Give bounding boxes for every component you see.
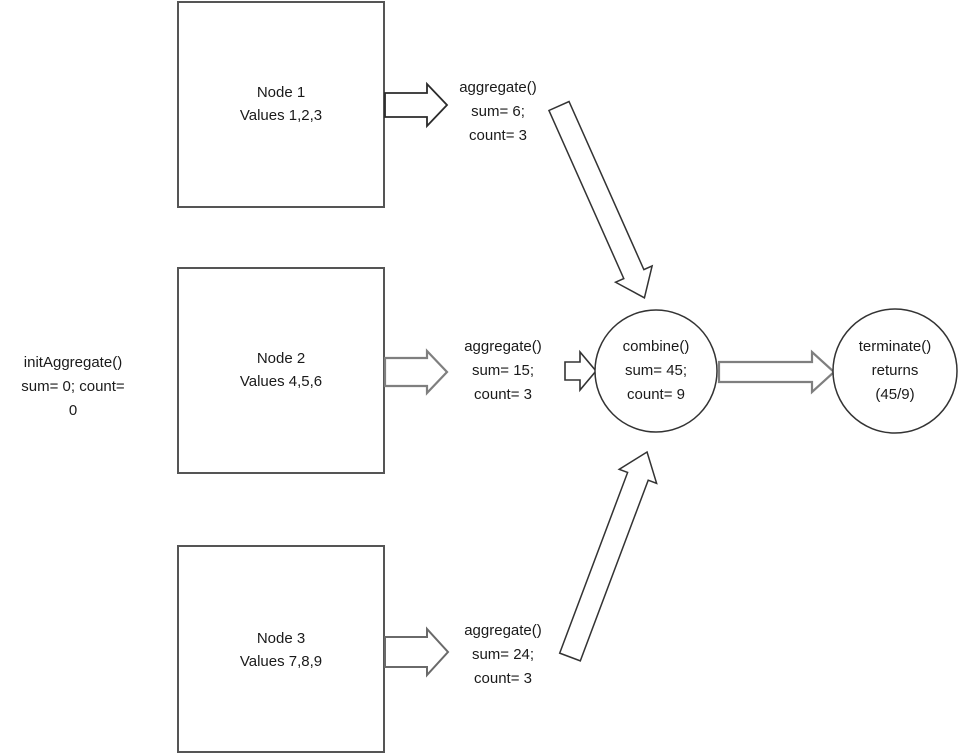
terminate-line: terminate() (858, 338, 932, 355)
node2-values: Values 4,5,6 (239, 373, 323, 390)
node1-label: Node 1 Values 1,2,3 (240, 81, 322, 127)
init-aggregate-line: 0 (68, 402, 78, 419)
aggregate1-line: sum= 6; (471, 103, 525, 120)
terminate-label: terminate() returns (45/9) (859, 335, 932, 407)
node2-label: Node 2 Values 4,5,6 (240, 347, 322, 393)
arrow-aggregate2-to-combine (564, 349, 598, 393)
aggregate2-result-label: aggregate() sum= 15; count= 3 (464, 335, 542, 407)
init-aggregate-line: sum= 0; count= (21, 378, 125, 395)
aggregate2-line: aggregate() (464, 338, 542, 355)
aggregate3-line: aggregate() (464, 622, 542, 639)
aggregate2-line: count= 3 (474, 386, 532, 403)
arrow-aggregate3-to-combine (558, 450, 658, 662)
arrow-node3-to-aggregate (384, 626, 450, 678)
aggregate2-line: sum= 15; (471, 362, 535, 379)
node2-title: Node 2 (256, 350, 306, 367)
arrow-node1-to-aggregate (384, 81, 449, 129)
aggregate3-result-label: aggregate() sum= 24; count= 3 (464, 619, 542, 691)
terminate-line: returns (871, 362, 919, 379)
aggregate1-result-label: aggregate() sum= 6; count= 3 (459, 76, 537, 148)
aggregate3-line: sum= 24; (471, 646, 535, 663)
node3-title: Node 3 (256, 630, 306, 647)
combine-line: count= 9 (627, 386, 685, 403)
terminate-line: (45/9) (875, 386, 915, 403)
combine-line: sum= 45; (624, 362, 688, 379)
combine-label: combine() sum= 45; count= 9 (623, 335, 690, 407)
aggregate3-line: count= 3 (474, 670, 532, 687)
terminate-circle (832, 308, 958, 434)
node1-title: Node 1 (256, 84, 306, 101)
aggregate1-line: count= 3 (469, 127, 527, 144)
node1-values: Values 1,2,3 (239, 107, 323, 124)
combine-line: combine() (622, 338, 690, 355)
arrow-combine-to-terminate (717, 349, 836, 395)
combine-circle (594, 309, 718, 433)
arrow-node2-to-aggregate (383, 348, 449, 396)
init-aggregate-label: initAggregate() sum= 0; count= 0 (21, 351, 124, 423)
node1-box (177, 1, 385, 208)
aggregate1-line: aggregate() (459, 79, 537, 96)
init-aggregate-line: initAggregate() (23, 354, 123, 371)
node3-values: Values 7,8,9 (239, 653, 323, 670)
arrow-aggregate1-to-combine (547, 100, 654, 299)
node3-label: Node 3 Values 7,8,9 (240, 627, 322, 673)
